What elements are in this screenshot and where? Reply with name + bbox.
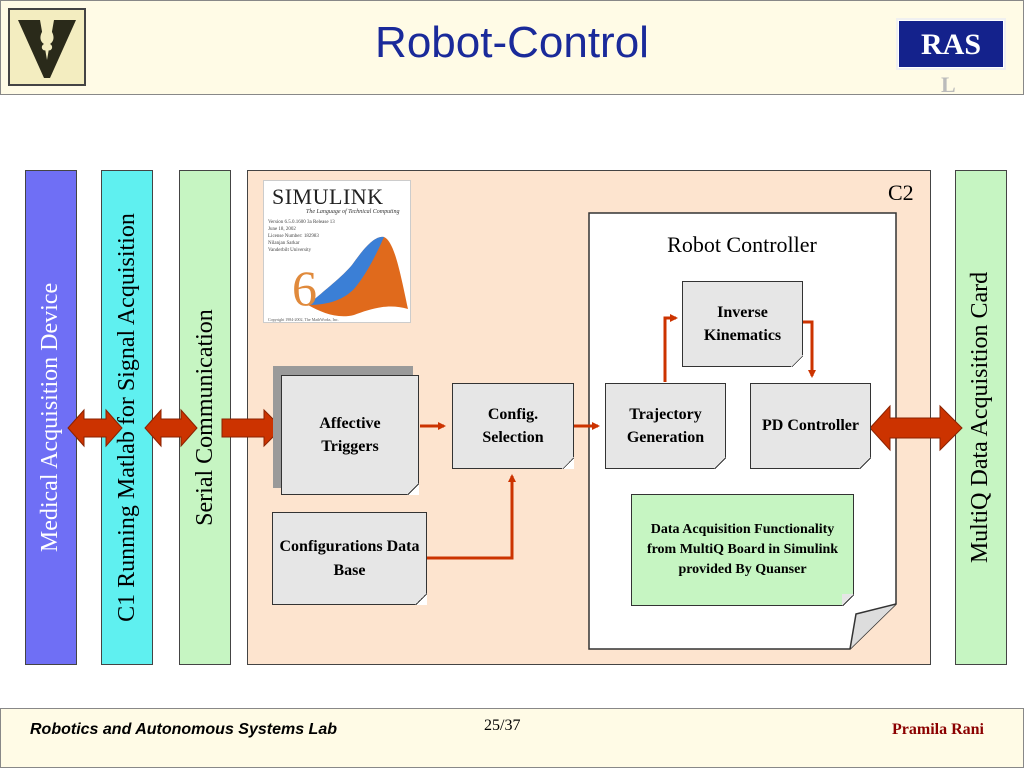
trajectory-generation-block: Trajectory Generation: [605, 383, 726, 469]
simulink-logo-info-line: Vanderbilt University: [268, 248, 312, 253]
simulink-logo-title: SIMULINK: [272, 184, 384, 209]
configurations-database-label: Configurations Data Base: [279, 538, 420, 579]
config-selection-label: Config. Selection: [482, 405, 544, 446]
pd-controller-block: PD Controller: [750, 383, 871, 469]
trajectory-generation-label: Trajectory Generation: [626, 405, 705, 446]
configurations-database-block: Configurations Data Base: [272, 512, 427, 605]
oak-leaf-v-icon: [18, 20, 76, 78]
slide-title: Robot-Control: [375, 18, 649, 67]
affective-triggers-block: Affective Triggers: [281, 375, 419, 495]
affective-triggers-label: Affective Triggers: [319, 414, 381, 455]
simulink-logo-info-line: Nilanjan Sarkar: [268, 241, 300, 246]
simulink-logo-tagline: The Language of Technical Computing: [306, 209, 400, 215]
simulink-logo: SIMULINK The Language of Technical Compu…: [263, 180, 411, 323]
multiq-card-column: MultiQ Data Acquisition Card: [955, 170, 1007, 665]
membrane-logo-icon: [308, 236, 408, 317]
simulink-logo-info: Version 6.5.0.1600 3a Release 13 June 18…: [268, 219, 335, 254]
simulink-logo-version: 6: [292, 260, 317, 316]
simulink-logo-info-line: License Number: 182983: [268, 234, 319, 239]
pd-controller-label: PD Controller: [761, 417, 859, 435]
double-arrow-pd-to-multiq: [869, 404, 963, 452]
data-acquisition-label: Data Acquisition Functionality from Mult…: [646, 521, 839, 578]
simulink-logo-info-line: Version 6.5.0.1600 3a Release 13: [268, 220, 335, 225]
config-selection-block: Config. Selection: [452, 383, 574, 469]
serial-communication-column: Serial Communication: [179, 170, 231, 665]
footer-lab-name: Robotics and Autonomous Systems Lab: [30, 721, 337, 738]
slide-footer: [0, 708, 1024, 768]
double-arrow-device-to-c1: [67, 408, 123, 448]
arrow-trajectory-to-inverse: [663, 314, 678, 382]
inverse-kinematics-block: Inverse Kinematics: [682, 281, 803, 367]
ras-badge-suffix: L: [941, 72, 956, 97]
footer-author: Pramila Rani: [892, 721, 984, 738]
medical-acquisition-device-column: Medical Acquisition Device: [25, 170, 77, 665]
vanderbilt-logo: [8, 8, 86, 86]
ras-badge-label: RAS: [899, 21, 1003, 67]
c2-label: C2: [888, 180, 914, 205]
simulink-logo-copyright: Copyright 1984-2002, The MathWorks, Inc.: [268, 317, 339, 322]
data-acquisition-block: Data Acquisition Functionality from Mult…: [631, 494, 854, 606]
slide-header: [0, 0, 1024, 95]
arrow-database-to-config: [426, 474, 516, 560]
footer-page-number: 25/37: [484, 717, 521, 734]
double-arrow-c1-to-serial: [144, 408, 198, 448]
ras-badge: RAS: [896, 18, 1006, 70]
arrow-inverse-to-pd: [802, 320, 816, 378]
simulink-logo-info-line: June 18, 2002: [268, 227, 296, 232]
robot-controller-title: Robot Controller: [667, 232, 817, 257]
inverse-kinematics-label: Inverse Kinematics: [703, 303, 782, 344]
